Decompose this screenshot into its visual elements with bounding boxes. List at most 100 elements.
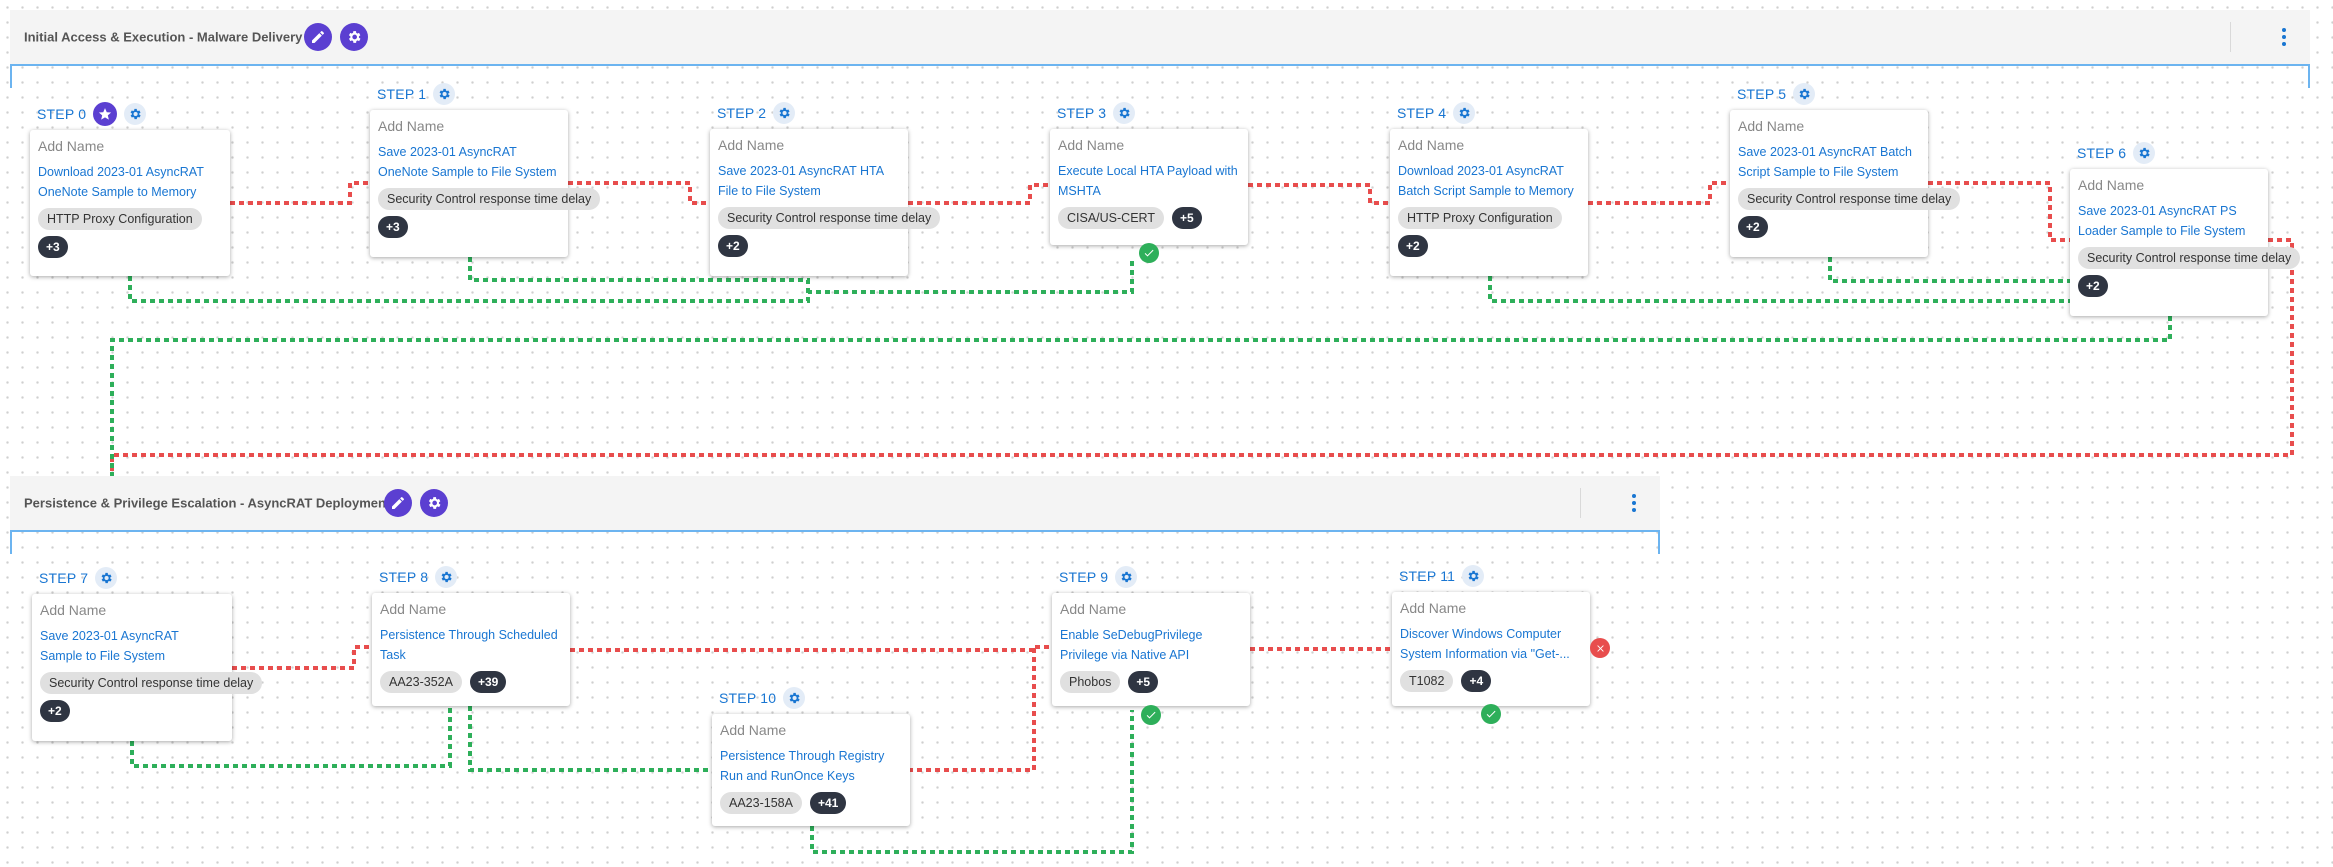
tag-chip[interactable]: Security Control response time delay (1738, 188, 1961, 210)
step-settings-button[interactable] (773, 102, 796, 124)
step-card[interactable]: Add Name Save 2023-01 AsyncRAT Batch Scr… (1730, 110, 1961, 257)
tag-chip[interactable]: CISA/US-CERT (1058, 207, 1164, 229)
start-step-icon[interactable] (93, 102, 118, 126)
step-label: STEP 10 (719, 687, 806, 709)
step-card[interactable]: Add Name Execute Local HTA Payload with … (1050, 129, 1248, 245)
step-name-placeholder[interactable]: Add Name (720, 722, 787, 738)
tag-chip[interactable]: Phobos (1060, 671, 1121, 693)
stage-more-menu-button[interactable] (1624, 490, 1644, 516)
step-card[interactable]: Add Name Persistence Through Scheduled T… (372, 593, 570, 706)
step-label: STEP 4 (1397, 102, 1476, 124)
gear-icon (1459, 107, 1470, 119)
more-tags-chip[interactable]: +3 (378, 216, 408, 238)
step-settings-button[interactable] (783, 687, 806, 709)
step-card[interactable]: Add Name Enable SeDebugPrivilege Privile… (1052, 593, 1250, 706)
step-label: STEP 1 (377, 83, 456, 105)
stage-settings-button[interactable] (340, 23, 368, 51)
gear-icon (130, 108, 141, 120)
link-red-0-1 (230, 181, 370, 205)
stage-bracket (10, 532, 1660, 554)
step-settings-button[interactable] (1113, 102, 1136, 124)
edit-stage-button[interactable] (384, 489, 412, 517)
step-label: STEP 2 (717, 102, 796, 124)
more-tags-chip[interactable]: +39 (469, 671, 507, 693)
tag-chip[interactable]: Security Control response time delay (378, 188, 601, 210)
step-description-link[interactable]: Download 2023-01 AsyncRAT OneNote Sample… (38, 165, 204, 199)
step-name-placeholder[interactable]: Add Name (1058, 137, 1125, 153)
tag-chip[interactable]: T1082 (1400, 670, 1454, 692)
more-tags-chip[interactable]: +5 (1128, 671, 1159, 693)
step-description-link[interactable]: Save 2023-01 AsyncRAT Batch Script Sampl… (1738, 145, 1912, 179)
step-card[interactable]: Add Name Save 2023-01 AsyncRAT HTA File … (710, 129, 941, 276)
gear-icon (1121, 571, 1132, 583)
more-tags-chip[interactable]: +2 (40, 700, 70, 722)
step-card[interactable]: Add Name Save 2023-01 AsyncRAT OneNote S… (370, 110, 601, 257)
success-check-icon (1481, 704, 1501, 724)
step-name-placeholder[interactable]: Add Name (1400, 600, 1467, 616)
link-red-6-7 (110, 238, 2294, 478)
step-settings-button[interactable] (433, 83, 456, 105)
step-name-placeholder[interactable]: Add Name (38, 138, 105, 154)
step-name-placeholder[interactable]: Add Name (378, 118, 445, 134)
step-settings-button[interactable] (1453, 102, 1476, 124)
step-description-link[interactable]: Save 2023-01 AsyncRAT OneNote Sample to … (378, 145, 557, 179)
step-card[interactable]: Add Name Persistence Through Registry Ru… (712, 714, 910, 826)
step-name-placeholder[interactable]: Add Name (1398, 137, 1465, 153)
gear-icon (1799, 88, 1810, 100)
step-description-link[interactable]: Save 2023-01 AsyncRAT Sample to File Sys… (40, 629, 179, 663)
step-settings-button[interactable] (1793, 83, 1816, 105)
tag-chip[interactable]: Security Control response time delay (2078, 247, 2301, 269)
step-card[interactable]: Add Name Download 2023-01 AsyncRAT OneNo… (30, 130, 230, 276)
gear-icon (428, 497, 441, 509)
step-settings-button[interactable] (1462, 565, 1485, 587)
step-card[interactable]: Add Name Save 2023-01 AsyncRAT Sample to… (32, 594, 263, 741)
step-label: STEP 9 (1059, 566, 1138, 588)
step-number: STEP 2 (717, 105, 767, 121)
step-card[interactable]: Add Name Save 2023-01 AsyncRAT PS Loader… (2070, 169, 2301, 316)
step-name-placeholder[interactable]: Add Name (380, 601, 447, 617)
step-settings-button[interactable] (1115, 566, 1138, 588)
step-name-placeholder[interactable]: Add Name (1060, 601, 1127, 617)
stage-header-persistence: Persistence & Privilege Escalation - Asy… (10, 476, 1660, 532)
tag-chip[interactable]: Security Control response time delay (718, 207, 941, 229)
step-description-link[interactable]: Persistence Through Registry Run and Run… (720, 749, 885, 783)
more-tags-chip[interactable]: +2 (718, 235, 748, 257)
tag-chip[interactable]: AA23-352A (380, 671, 462, 693)
step-description-link[interactable]: Save 2023-01 AsyncRAT HTA File to File S… (718, 164, 884, 198)
more-tags-chip[interactable]: +2 (2078, 275, 2108, 297)
step-description-link[interactable]: Save 2023-01 AsyncRAT PS Loader Sample t… (2078, 204, 2246, 238)
step-settings-button[interactable] (2133, 142, 2156, 164)
step-description-link[interactable]: Execute Local HTA Payload with MSHTA (1058, 164, 1238, 198)
tag-chip[interactable]: HTTP Proxy Configuration (1398, 207, 1562, 229)
tag-chip[interactable]: HTTP Proxy Configuration (38, 208, 202, 230)
step-name-placeholder[interactable]: Add Name (1738, 118, 1805, 134)
link-red-4-5 (1588, 181, 1730, 205)
more-tags-chip[interactable]: +4 (1461, 670, 1492, 692)
step-card[interactable]: Add Name Discover Windows Computer Syste… (1392, 592, 1590, 706)
more-tags-chip[interactable]: +3 (38, 236, 68, 258)
gear-icon (101, 572, 112, 584)
step-settings-button[interactable] (435, 566, 458, 588)
edit-stage-button[interactable] (304, 23, 332, 51)
step-card[interactable]: Add Name Download 2023-01 AsyncRAT Batch… (1390, 129, 1588, 276)
star-icon (99, 108, 112, 120)
step-description-link[interactable]: Persistence Through Scheduled Task (380, 628, 558, 662)
more-tags-chip[interactable]: +5 (1171, 207, 1202, 229)
stage-settings-button[interactable] (420, 489, 448, 517)
more-tags-chip[interactable]: +41 (809, 792, 847, 814)
step-settings-button[interactable] (95, 567, 118, 589)
step-description-link[interactable]: Enable SeDebugPrivilege Privilege via Na… (1060, 628, 1203, 662)
step-description-link[interactable]: Discover Windows Computer System Informa… (1400, 627, 1570, 661)
more-tags-chip[interactable]: +2 (1398, 235, 1428, 257)
step-description-link[interactable]: Download 2023-01 AsyncRAT Batch Script S… (1398, 164, 1574, 198)
step-name-placeholder[interactable]: Add Name (718, 137, 785, 153)
stage-title: Persistence & Privilege Escalation - Asy… (24, 495, 391, 511)
step-name-placeholder[interactable]: Add Name (2078, 177, 2145, 193)
tag-chip[interactable]: AA23-158A (720, 792, 802, 814)
stage-more-menu-button[interactable] (2274, 24, 2294, 50)
step-name-placeholder[interactable]: Add Name (40, 602, 107, 618)
step-settings-button[interactable] (124, 103, 147, 125)
tag-chip[interactable]: Security Control response time delay (40, 672, 263, 694)
success-check-icon (1139, 243, 1159, 263)
more-tags-chip[interactable]: +2 (1738, 216, 1768, 238)
